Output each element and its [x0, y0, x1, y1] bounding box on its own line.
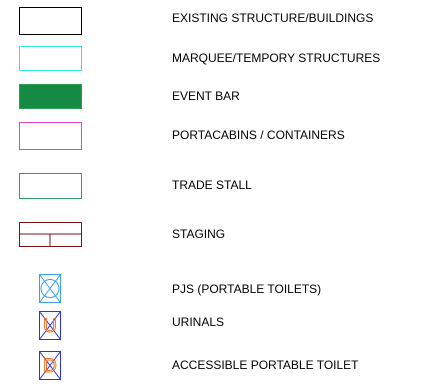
legend-label-marquee: MARQUEE/TEMPORY STRUCTURES: [172, 51, 381, 65]
legend-label-pjs: PJS (PORTABLE TOILETS): [172, 282, 322, 296]
legend-symbol-urinals-diag-b: [39, 311, 61, 340]
legend-symbol-pjs: [39, 274, 61, 303]
legend-symbol-event-bar: [19, 84, 82, 109]
legend-symbol-pjs-frame: [39, 274, 61, 303]
legend-symbol-urinals-frame: [39, 311, 61, 340]
legend-symbol-pjs-diag-b: [39, 274, 61, 303]
legend-symbol-accessible-letter: D: [43, 356, 57, 377]
legend-symbol-accessible-diag-b: [39, 351, 61, 380]
legend-label-portacabins: PORTACABINS / CONTAINERS: [172, 128, 345, 142]
legend-symbol-urinals: U: [39, 311, 61, 340]
legend-label-trade-stall: TRADE STALL: [172, 178, 252, 192]
legend-label-urinals: URINALS: [172, 315, 225, 329]
legend-symbol-accessible-frame: [39, 351, 61, 380]
legend-symbol-pjs-circle: [40, 279, 60, 298]
legend-symbol-trade-stall: [19, 173, 82, 199]
legend-symbol-marquee: [19, 46, 82, 71]
legend-label-accessible: ACCESSIBLE PORTABLE TOILET: [172, 358, 359, 372]
legend-label-event-bar: EVENT BAR: [172, 89, 240, 103]
legend-symbol-accessible: D: [39, 351, 61, 380]
legend-label-existing: EXISTING STRUCTURE/BUILDINGS: [172, 11, 374, 25]
legend-symbol-urinals-letter: U: [43, 316, 57, 337]
legend-symbol-existing: [19, 7, 82, 35]
legend-symbol-staging: [19, 222, 82, 247]
legend-label-staging: STAGING: [172, 227, 226, 241]
legend-symbol-portacabins: [19, 122, 82, 150]
